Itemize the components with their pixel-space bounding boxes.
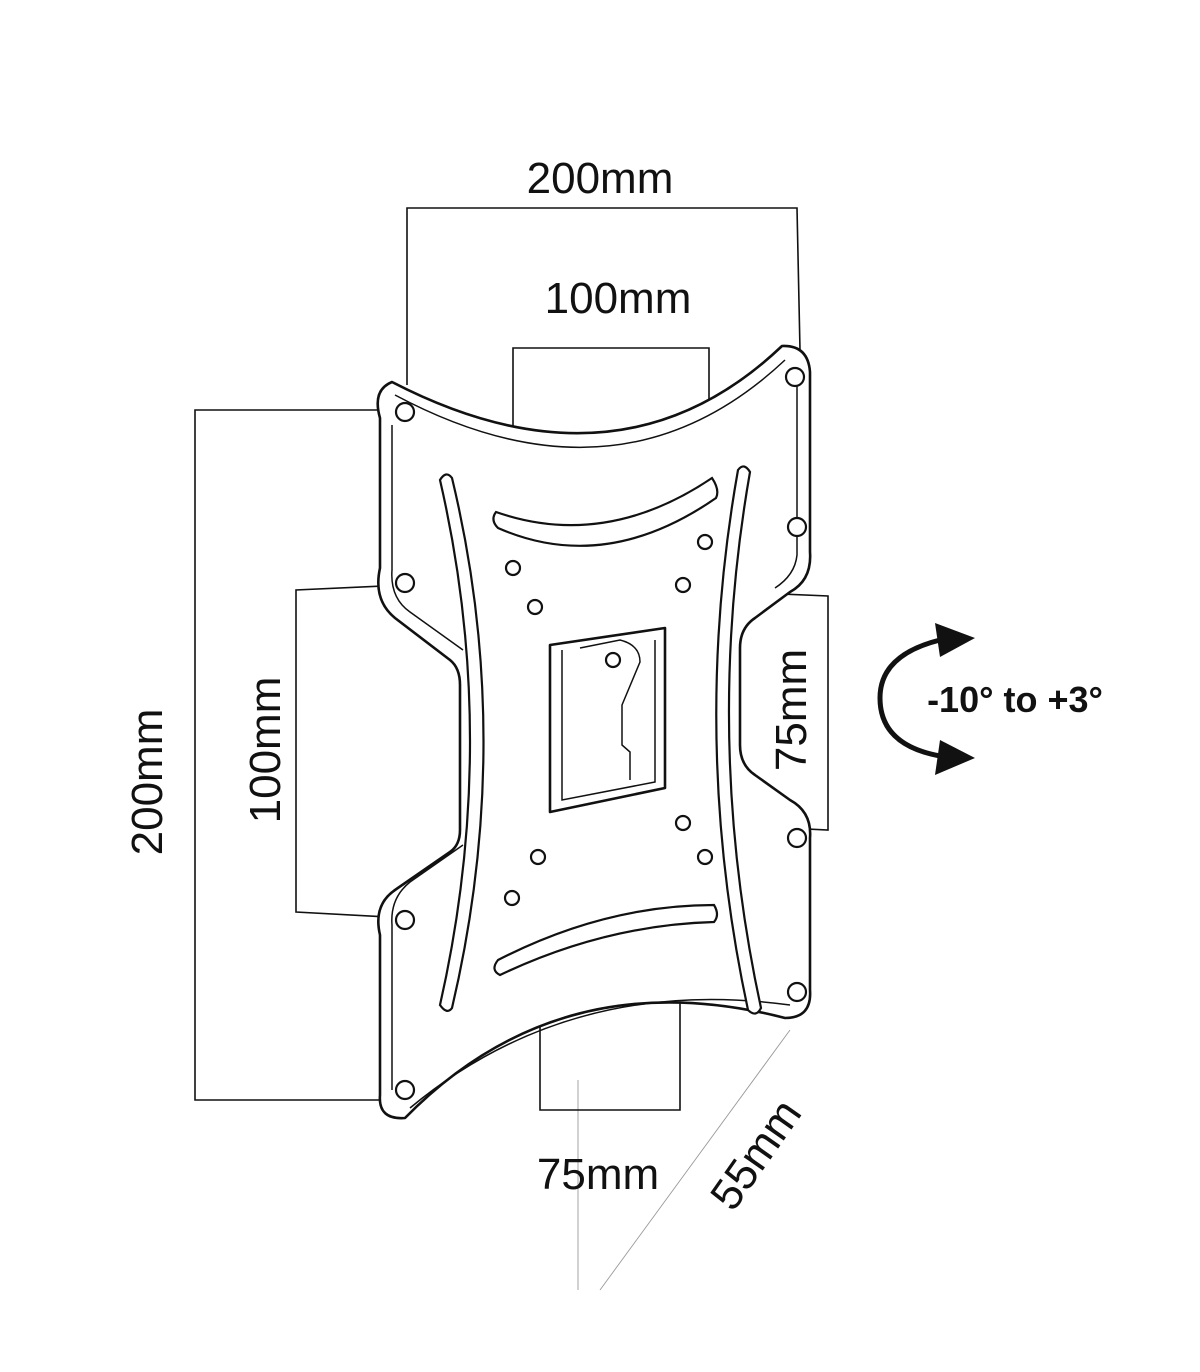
hole	[674, 814, 692, 832]
hole	[786, 981, 808, 1003]
dim-label-left-inner: 100mm	[241, 677, 290, 824]
slot-top	[492, 476, 719, 547]
curved-double-arrow-icon	[877, 623, 975, 775]
dim-label-left-outer: 200mm	[123, 709, 172, 856]
plate-bevel-top	[394, 359, 786, 449]
hole	[674, 576, 692, 594]
dim-label-right-inner: 75mm	[767, 649, 816, 771]
depth-guides	[577, 1029, 791, 1291]
hole	[786, 827, 808, 849]
hole	[503, 889, 521, 907]
hole	[394, 909, 416, 931]
dim-label-top-inner: 100mm	[545, 274, 692, 323]
slot-left	[438, 473, 485, 1012]
dim-label-top-outer: 200mm	[527, 154, 674, 203]
hole	[696, 533, 714, 551]
hole	[394, 1079, 416, 1101]
hole	[696, 848, 714, 866]
hole	[784, 366, 806, 388]
dim-label-depth: 55mm	[701, 1091, 811, 1219]
dim-line-left-inner	[295, 584, 406, 919]
hole	[394, 401, 416, 423]
tilt-range-label: -10° to +3°	[927, 679, 1103, 720]
hole	[394, 572, 416, 594]
mounting-plate	[376, 344, 812, 1120]
hole	[504, 559, 522, 577]
center-bracket	[548, 626, 667, 814]
slot-right	[715, 465, 763, 1015]
bracket-pin	[604, 651, 622, 669]
hole	[526, 598, 544, 616]
slot-bottom	[493, 903, 719, 977]
plate-bevel-left	[391, 425, 464, 651]
dim-line-top-outer	[406, 207, 801, 385]
plate-bevel-bottom	[409, 998, 791, 1109]
plate-bevel-right	[774, 380, 798, 589]
plate-bevel-left-low	[391, 844, 464, 1090]
hole	[529, 848, 547, 866]
hole	[786, 516, 808, 538]
dim-line-left-outer	[194, 409, 405, 1101]
mounting-holes	[394, 366, 808, 1101]
dim-label-bottom-inner: 75mm	[537, 1150, 659, 1199]
